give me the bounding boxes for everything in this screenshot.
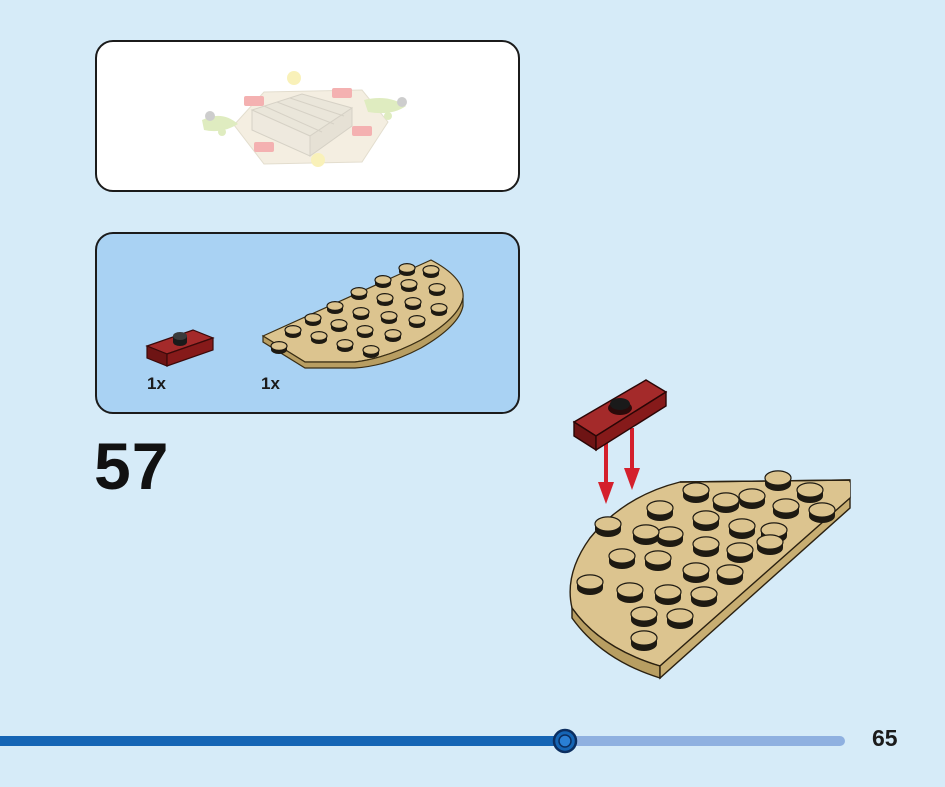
dark-red-jumper-plate-icon [572,379,668,452]
part-quantity: 1x [261,374,280,393]
parts-list-panel: 1x 1x [95,232,520,414]
stud [692,536,720,557]
stud [630,606,658,627]
build-step-illustration [569,379,851,680]
stud [380,310,398,324]
stud [764,470,792,491]
stud [404,296,422,310]
stud [270,340,288,354]
stud [728,518,756,539]
stud [362,344,380,358]
stud [284,324,302,338]
dark-red-jumper-plate-icon [145,329,215,367]
stud [796,482,824,503]
placement-arrow-icon [598,428,640,504]
tan-half-round-plate-icon [261,259,464,369]
stud [632,524,660,545]
stud [654,584,682,605]
stud [330,318,348,332]
stud [692,510,720,531]
stud [738,488,766,509]
stud [576,574,604,595]
stud [350,286,368,300]
stud [808,502,836,523]
stud [608,548,636,569]
stud [408,314,426,328]
stud [630,630,658,651]
stud [682,562,710,583]
stud [304,312,322,326]
stud [726,542,754,563]
stud [398,263,416,276]
stud [644,550,672,571]
stud [716,564,744,585]
stud [352,306,370,320]
completed-model-preview-icon [202,71,407,167]
stud [422,265,440,278]
assembly-preview-panel [95,40,520,192]
stud [374,275,392,288]
stud-grid [270,263,448,358]
stud [772,498,800,519]
stud [356,324,374,338]
stud [400,279,418,292]
stud [430,302,448,316]
stud [646,500,674,521]
stud [690,586,718,607]
part-quantity: 1x [147,374,166,393]
stud [336,338,354,352]
progress-bar [0,728,845,754]
page-number: 65 [872,725,898,751]
stud [682,482,710,503]
stud [384,328,402,342]
stud [666,608,694,629]
stud [376,292,394,306]
step-number: 57 [94,429,170,503]
stud [310,330,328,344]
stud [594,516,622,537]
stud [756,534,784,555]
stud [712,492,740,513]
stud [616,582,644,603]
stud [428,283,446,296]
stud [326,300,344,314]
stud [656,526,684,547]
stud-grid [576,470,836,651]
